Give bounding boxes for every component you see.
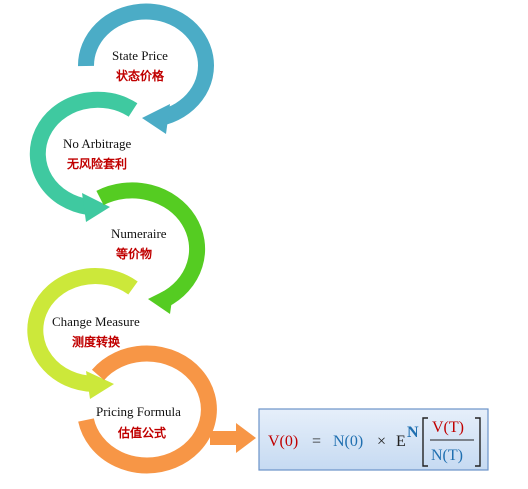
stage-title-en: No Arbitrage (63, 136, 131, 151)
stage-arc (27, 268, 138, 392)
stage-title-en: Numeraire (111, 226, 167, 241)
stage-arrowhead (148, 286, 174, 314)
formula-arrow-head (236, 423, 256, 453)
formula-equals: = (312, 433, 321, 450)
stage-numeraire: Numeraire 等价物 (96, 182, 206, 314)
stage-arc (78, 345, 217, 474)
formula-arrow-shaft (210, 431, 238, 445)
stage-pricing-formula: Pricing Formula 估值公式 (78, 345, 217, 474)
formula-right-bracket (475, 417, 481, 467)
stage-arc (29, 91, 138, 215)
stage-arrowhead (86, 371, 114, 399)
stage-state-price: State Price 状态价格 (77, 3, 214, 134)
formula-left-bracket (422, 417, 428, 467)
stage-change-measure: Change Measure 测度转换 (27, 268, 140, 399)
stage-title-en: State Price (112, 48, 168, 63)
stage-arrowhead (142, 104, 170, 134)
stage-title-zh: 状态价格 (116, 68, 165, 83)
formula-lhs: V(0) (268, 433, 298, 450)
formula-expectation: E (396, 433, 406, 450)
formula-box: V(0) = N(0) × E N V(T) N(T) (258, 408, 489, 471)
stage-arc (96, 182, 206, 308)
stage-title-en: Change Measure (52, 314, 140, 329)
formula-arrow (210, 423, 256, 453)
stage-arc (77, 3, 214, 126)
stage-title-zh: 测度转换 (72, 334, 121, 349)
stage-title-en: Pricing Formula (96, 404, 181, 419)
stage-title-zh: 估值公式 (117, 425, 166, 440)
stage-title-zh: 无风险套利 (66, 156, 127, 171)
stage-arrowhead (82, 193, 110, 222)
formula-n0: N(0) (333, 433, 363, 450)
formula-times: × (377, 433, 386, 450)
stage-title-zh: 等价物 (115, 246, 152, 261)
formula-numerator: V(T) (432, 419, 464, 436)
formula-measure: N (407, 424, 419, 441)
formula-denominator: N(T) (431, 447, 463, 464)
stage-no-arbitrage: No Arbitrage 无风险套利 (29, 91, 138, 222)
